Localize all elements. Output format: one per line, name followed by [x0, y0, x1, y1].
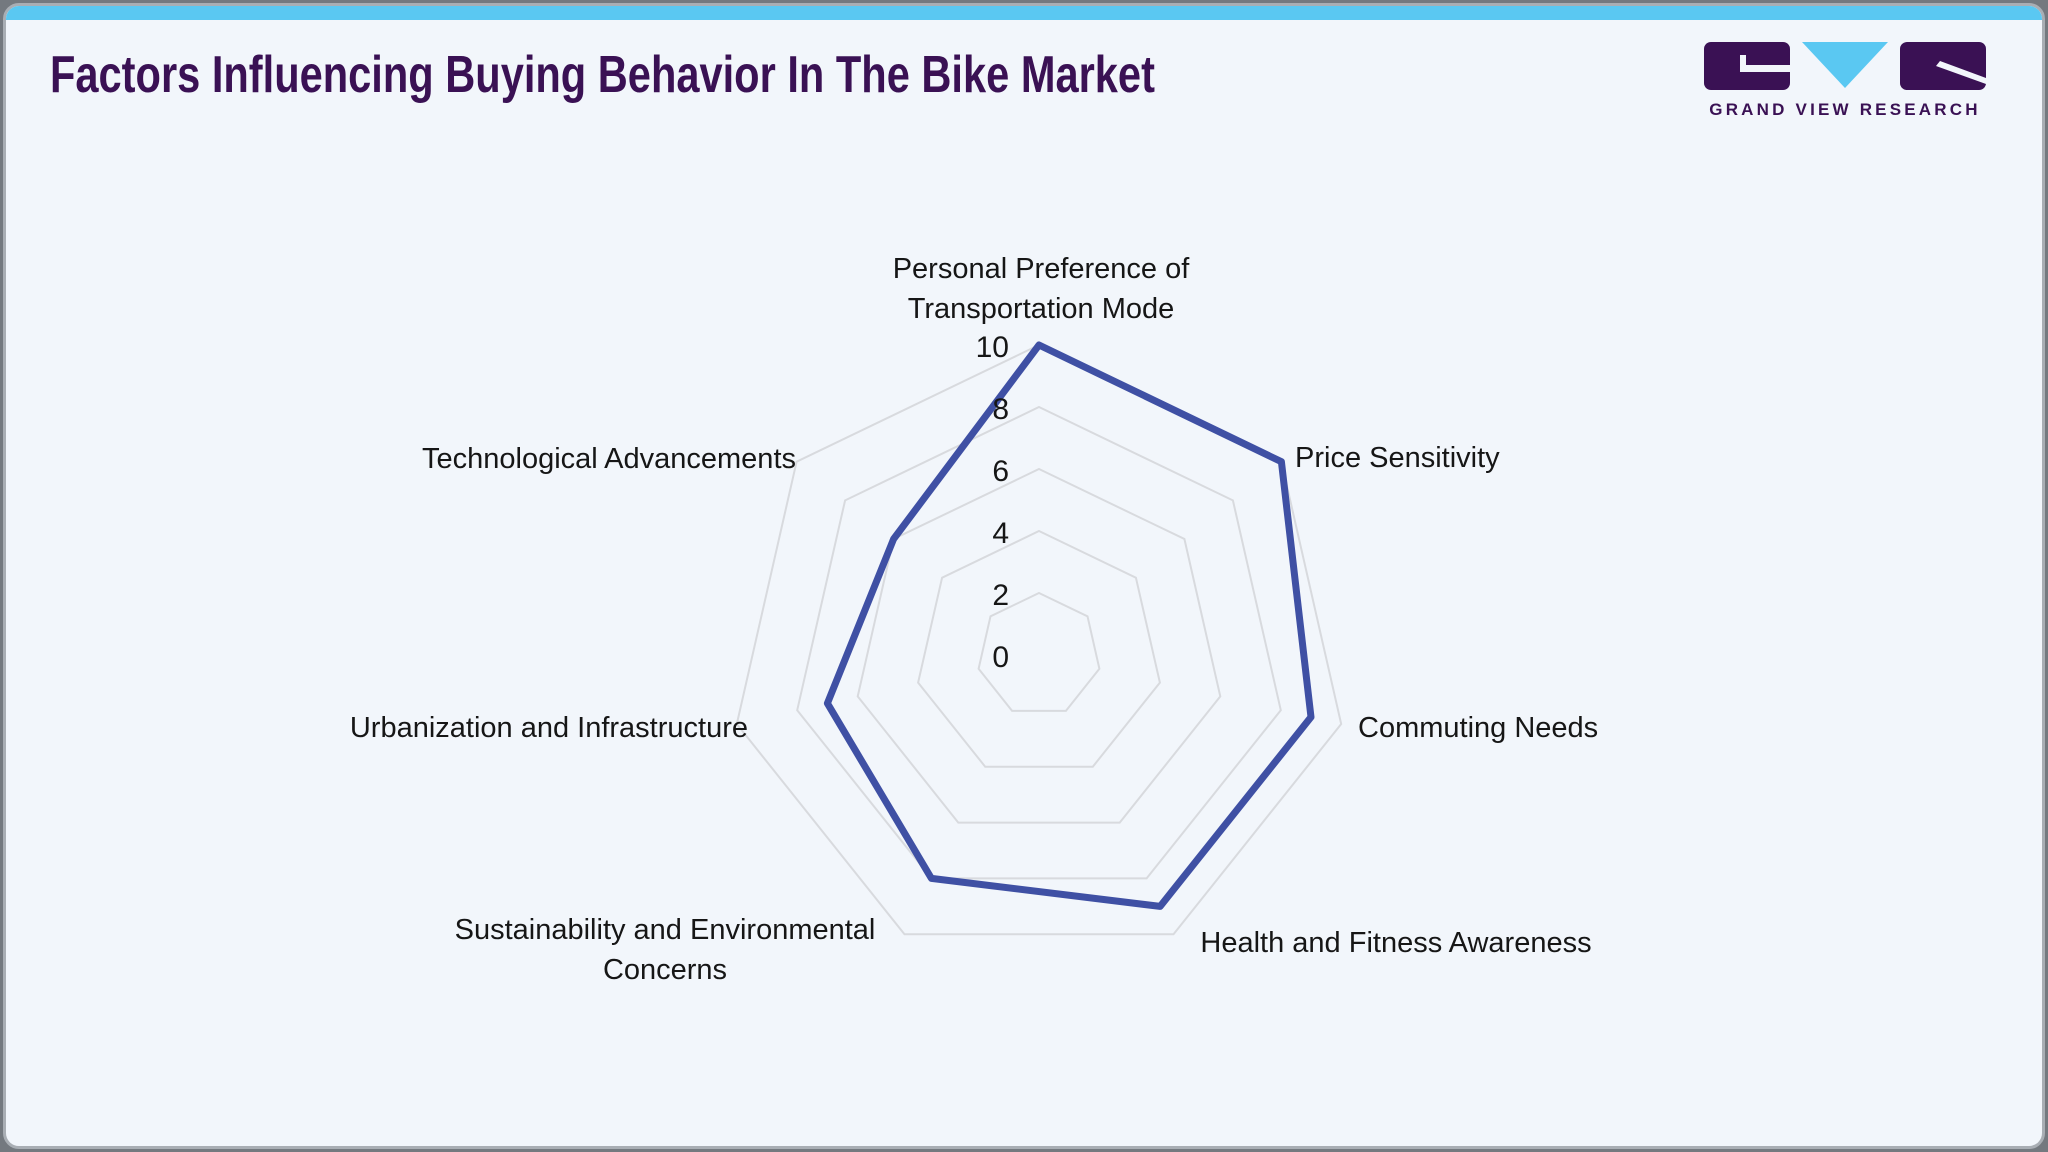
tick-label-6: 6: [992, 455, 1009, 488]
axis-label-3: Health and Fitness Awareness: [1200, 927, 1592, 959]
infographic-card: Factors Influencing Buying Behavior In T…: [3, 3, 2045, 1149]
tick-label-2: 2: [992, 579, 1009, 612]
gvr-logo: GRAND VIEW RESEARCH: [1704, 42, 1986, 120]
grid-ring-4: [917, 529, 1161, 768]
tick-label-0: 0: [992, 641, 1009, 674]
gvr-logo-mark: [1704, 42, 1986, 90]
axis-label-2: Commuting Needs: [1358, 712, 1599, 744]
grid-ring-6: [856, 467, 1222, 824]
radar-chart: 10 8 6 4 2 0 Personal Preference of Transporta…: [6, 6, 2042, 1146]
grid-ring-8: [796, 405, 1282, 880]
r-block-icon: [1900, 42, 1986, 90]
axis-label-4: Sustainability and Environmental Concern…: [454, 914, 876, 986]
g-block-icon: [1704, 42, 1790, 90]
axis-label-1: Price Sensitivity: [1295, 442, 1500, 474]
axis-label-5: Urbanization and Infrastructure: [349, 712, 748, 744]
grid-ring-10: [735, 343, 1343, 936]
v-triangle-icon: [1802, 42, 1888, 88]
logo-wordmark: GRAND VIEW RESEARCH: [1709, 100, 1981, 119]
grid-ring-2: [977, 591, 1101, 712]
axis-label-0: Personal Preference of Transportation Mo…: [892, 253, 1190, 325]
tick-label-4: 4: [992, 517, 1009, 550]
axis-label-6: Technological Advancements: [421, 443, 796, 475]
radar-plot-area: [735, 341, 1343, 936]
tick-label-8: 8: [992, 393, 1009, 426]
page-title: Factors Influencing Buying Behavior In T…: [50, 46, 1155, 104]
top-accent-bar: [6, 6, 2042, 20]
data-polygon: [823, 341, 1315, 910]
tick-label-10: 10: [975, 331, 1009, 364]
